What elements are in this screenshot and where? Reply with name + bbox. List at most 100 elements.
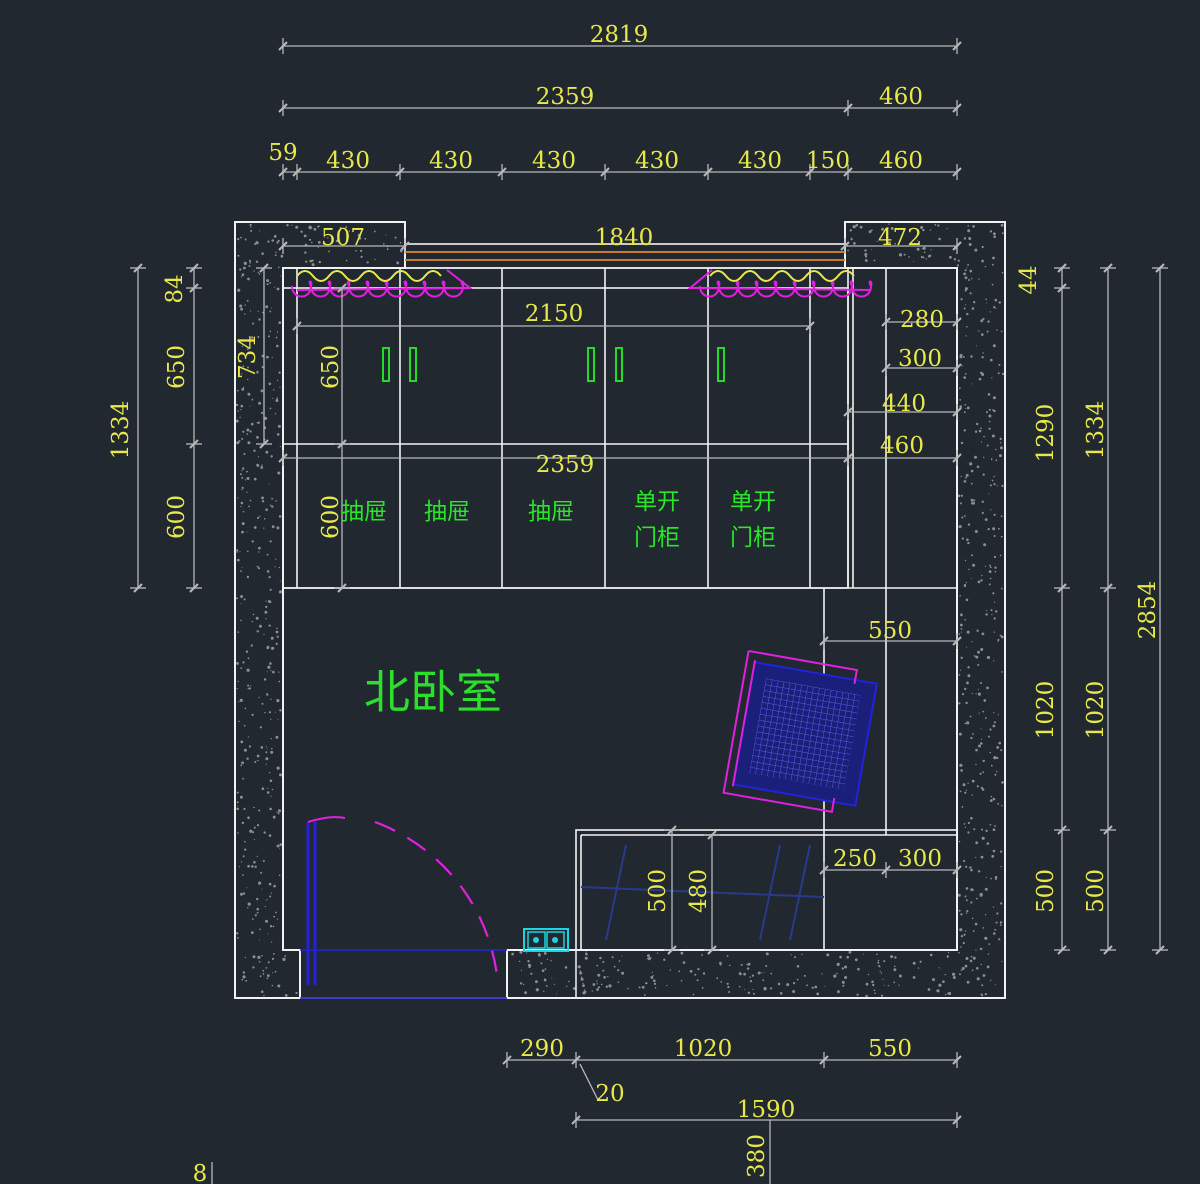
- hatch-dot: [259, 230, 261, 232]
- hatch-dot: [262, 969, 265, 972]
- hatch-dot: [237, 254, 240, 257]
- hatch-dot: [996, 756, 999, 760]
- dim-top-row3-3: 430: [532, 148, 576, 174]
- dim-right-col-2: 440: [882, 391, 926, 417]
- hatch-dot: [263, 678, 267, 681]
- hatch-dot: [259, 928, 261, 930]
- hatch-dot: [981, 356, 984, 359]
- hatch-dot: [967, 263, 969, 266]
- hatch-dot: [995, 921, 998, 924]
- hatch-dot: [916, 247, 920, 251]
- hatch-dot: [317, 225, 319, 228]
- hatch-dot: [582, 984, 585, 987]
- hatch-dot: [317, 241, 321, 244]
- hatch-dot: [868, 230, 872, 234]
- hatch-dot: [871, 229, 873, 232]
- hatch-dot: [975, 949, 977, 951]
- dimension-line: [881, 865, 891, 875]
- hatch-dot: [965, 899, 968, 902]
- hatch-dot: [836, 962, 840, 967]
- hatch-dot: [960, 475, 962, 478]
- hatch-dot: [964, 287, 968, 291]
- hatch-dot: [981, 511, 984, 514]
- hatch-dot: [984, 717, 987, 719]
- hatch-dot: [271, 747, 273, 750]
- hatch-dot: [652, 974, 654, 977]
- hatch-dot: [260, 746, 264, 749]
- dim-right-500a: 500: [1033, 869, 1059, 913]
- hatch-dot: [239, 304, 243, 308]
- hatch-dot: [942, 980, 945, 983]
- hatch-dot: [837, 990, 840, 994]
- hatch-dot: [627, 987, 629, 990]
- hatch-dot: [991, 283, 994, 286]
- hatch-dot: [249, 262, 251, 264]
- hatch-dot: [965, 476, 967, 479]
- hatch-dot: [958, 732, 962, 736]
- hatch-dot: [638, 986, 641, 989]
- hatch-dot: [908, 256, 910, 258]
- hatch-dot: [975, 841, 979, 845]
- hatch-dot: [274, 815, 276, 817]
- hatch-dot: [243, 453, 246, 455]
- hatch-dot: [962, 783, 966, 787]
- hatch-dot: [971, 692, 973, 695]
- hatch-dot: [994, 825, 996, 827]
- hatch-dot: [328, 250, 330, 253]
- dimension-line: [189, 283, 199, 293]
- hatch-dot: [308, 225, 312, 229]
- hatch-dot: [267, 240, 270, 243]
- hatch-dot: [971, 917, 974, 920]
- hatch-dot: [1001, 484, 1004, 487]
- label-single-door-2b: 门柜: [730, 525, 776, 551]
- dimension-line: [133, 263, 143, 273]
- hatch-dot: [270, 795, 272, 797]
- hatch-dot: [277, 719, 279, 721]
- hatch-dot: [580, 977, 584, 981]
- hatch-dot: [824, 985, 826, 987]
- hatch-dot: [257, 955, 261, 960]
- hatch-dot: [970, 955, 973, 958]
- hatch-dot: [982, 710, 985, 713]
- hatch-dot: [618, 960, 621, 962]
- hatch-dot: [241, 522, 245, 526]
- hatch-dot: [546, 958, 549, 961]
- hatch-dot: [246, 575, 250, 579]
- dim-left-a: 84: [162, 274, 188, 303]
- hatch-dot: [585, 951, 587, 953]
- hatch-dot: [254, 760, 257, 763]
- dimension-line: [1057, 583, 1067, 593]
- hatch-dot: [252, 955, 256, 959]
- label-single-door-1a: 单开: [634, 489, 680, 515]
- hatch-dot: [264, 416, 268, 420]
- hatch-dot: [278, 671, 280, 673]
- hatch-dot: [952, 976, 956, 979]
- hatch-dot: [999, 634, 1002, 637]
- hatch-dot: [990, 358, 993, 362]
- hatch-dot: [261, 500, 265, 503]
- hatch-dot: [966, 980, 970, 984]
- hatch-dot: [240, 307, 244, 311]
- hatch-dot: [970, 277, 973, 280]
- hatch-dot: [276, 766, 280, 770]
- hatch-dot: [993, 712, 995, 714]
- hatch-dot: [256, 897, 259, 901]
- hatch-dot: [921, 248, 923, 250]
- hatch-dot: [984, 266, 987, 268]
- hatch-dot: [1001, 671, 1003, 673]
- hatch-dot: [246, 491, 248, 493]
- hatch-dot: [975, 655, 979, 659]
- dim-top-row3-7: 460: [879, 148, 923, 174]
- hatch-dot: [998, 938, 1001, 941]
- hatch-dot: [993, 232, 996, 236]
- dim-top-row2-a: 2359: [536, 84, 595, 110]
- hatch-dot: [977, 870, 981, 873]
- hatch-dot: [240, 276, 243, 278]
- hatch-dot: [247, 907, 249, 909]
- hatch-dot: [1000, 866, 1002, 868]
- hatch-dot: [682, 961, 686, 964]
- dim-right-1290: 1290: [1033, 404, 1059, 463]
- hatch-dot: [253, 270, 255, 272]
- hatch-dot: [740, 963, 743, 966]
